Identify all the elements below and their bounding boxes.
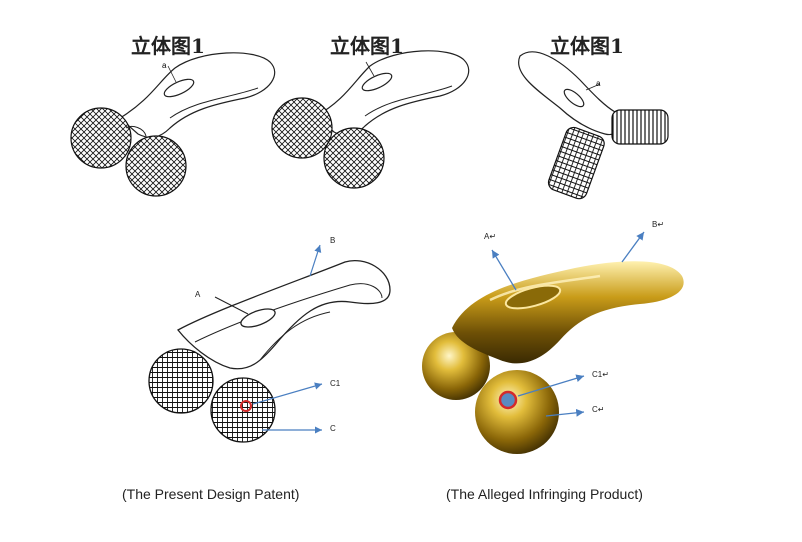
marker-c1-patent <box>240 400 252 412</box>
label-a-view3: a <box>596 79 601 88</box>
label-B-product: B↵ <box>652 220 665 229</box>
caption-infringing-product: (The Alleged Infringing Product) <box>446 486 643 502</box>
label-C-product: C↵ <box>592 405 605 414</box>
label-C1-patent: C1 <box>330 379 341 388</box>
label-B-patent: B <box>330 236 336 245</box>
figure-title-1: 立体图1 <box>131 34 205 58</box>
product-photo <box>422 231 684 454</box>
marker-c1-product <box>498 390 518 410</box>
caption-design-patent: (The Present Design Patent) <box>122 486 300 502</box>
label-C-patent: C <box>330 424 336 433</box>
patent-detail-drawing <box>148 244 391 443</box>
figure-title-3: 立体图1 <box>550 34 624 58</box>
patent-view-2 <box>271 50 470 189</box>
label-A-patent: A <box>195 290 201 299</box>
label-C1-product: C1↵ <box>592 370 609 379</box>
label-a-view1: a <box>162 61 167 70</box>
patent-view-3 <box>518 51 669 200</box>
figure-title-2: 立体图1 <box>330 34 404 58</box>
patent-view-1 <box>70 52 276 197</box>
label-A-product: A↵ <box>484 232 497 241</box>
